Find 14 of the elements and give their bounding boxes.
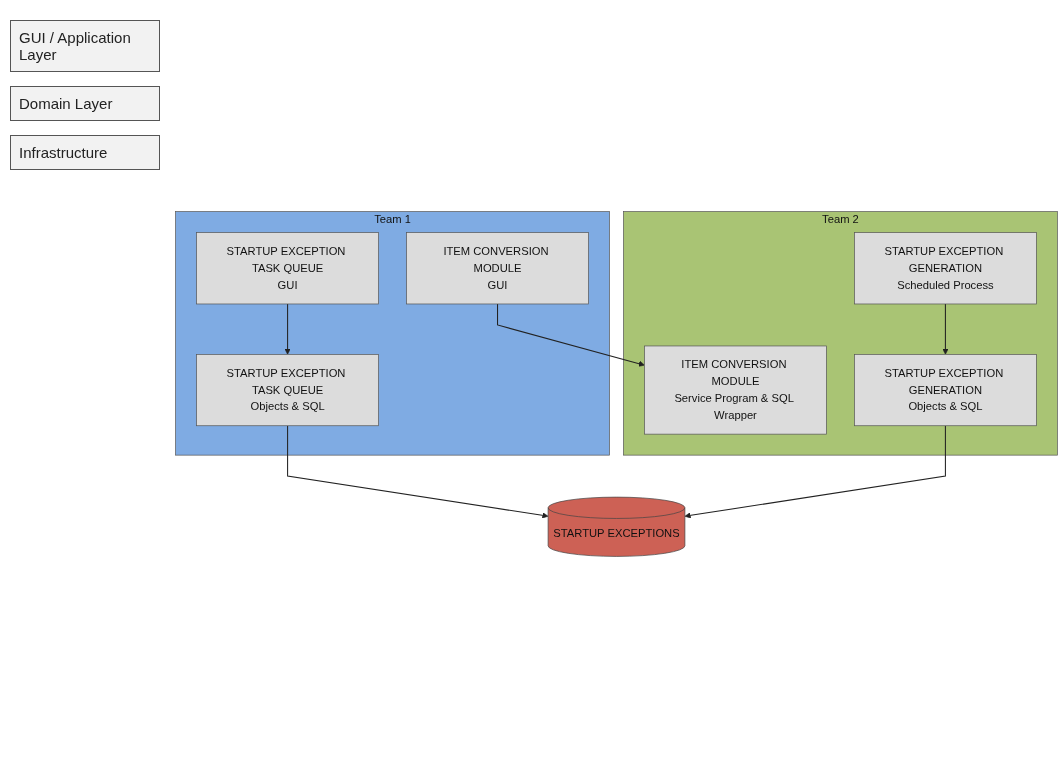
node-box: STARTUP EXCEPTION GENERATION Scheduled Process — [854, 232, 1037, 305]
layer-label: Domain Layer — [10, 86, 160, 121]
node-box: ITEM CONVERSION MODULE Service Program & SQL Wrapper — [644, 346, 827, 435]
node-box: STARTUP EXCEPTION TASK QUEUE GUI — [196, 232, 379, 305]
layer-label: GUI / Application Layer — [10, 20, 160, 72]
arrow — [497, 303, 645, 368]
arrow — [942, 303, 949, 356]
arrow — [284, 303, 291, 356]
arrow — [684, 425, 946, 519]
node-box: ITEM CONVERSION MODULE GUI — [406, 232, 589, 305]
arrow — [287, 425, 549, 519]
layer-label: Infrastructure — [10, 135, 160, 170]
node-box: STARTUP EXCEPTION GENERATION Objects & SQL — [854, 354, 1037, 427]
node-box: STARTUP EXCEPTION TASK QUEUE Objects & SQL — [196, 354, 379, 427]
